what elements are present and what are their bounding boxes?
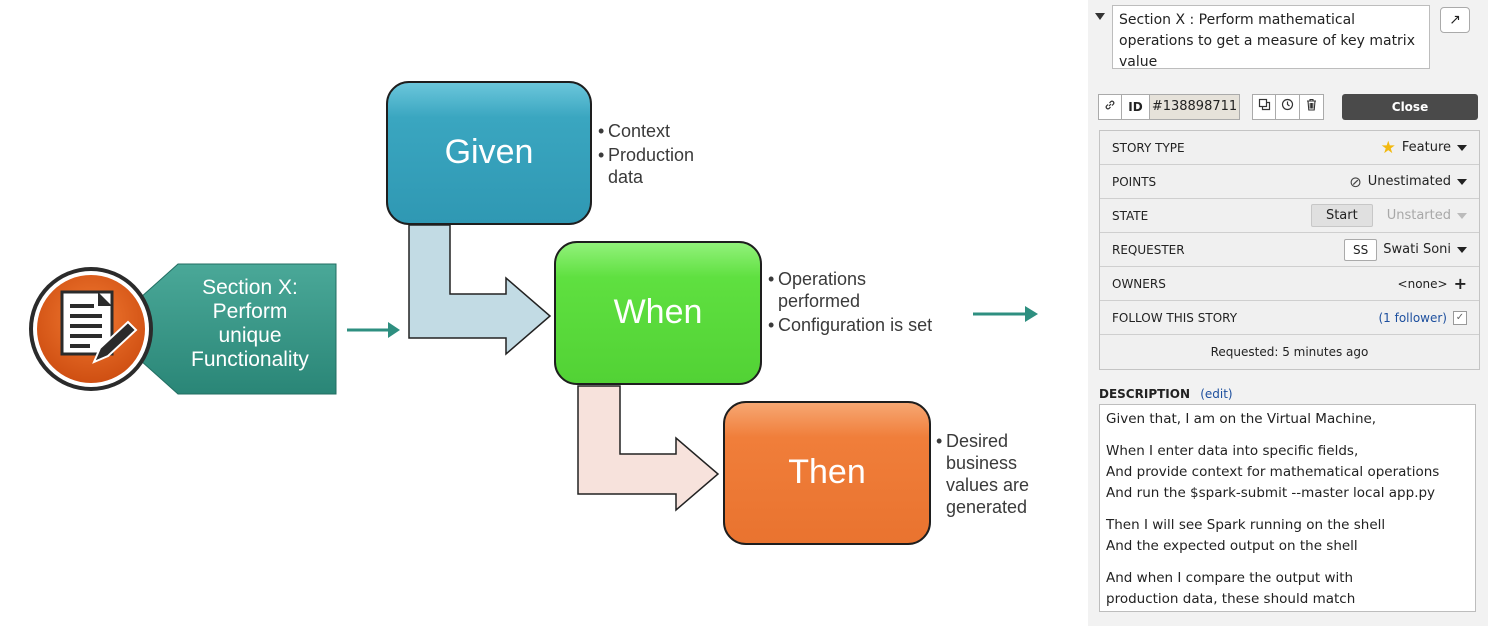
story-tools — [1252, 94, 1324, 120]
description-paragraph: When I enter data into specific fields, … — [1106, 443, 1440, 501]
story-panel: Section X : Perform mathematical operati… — [1088, 0, 1488, 626]
follower-count-link[interactable]: (1 follower) — [1378, 310, 1447, 325]
story-type-value[interactable]: Feature — [1401, 140, 1451, 155]
description-header: DESCRIPTION (edit) — [1099, 387, 1233, 401]
bullet-item: Context — [598, 120, 728, 142]
then-label: Then — [788, 453, 866, 491]
description-paragraph: Given that, I am on the Virtual Machine, — [1106, 411, 1377, 427]
story-title-field[interactable]: Section X : Perform mathematical operati… — [1112, 5, 1430, 70]
diagram-shapes — [29, 81, 1038, 545]
section-banner — [140, 264, 336, 394]
history-icon[interactable] — [1276, 94, 1300, 120]
clone-icon[interactable] — [1252, 94, 1276, 120]
document-edit-icon — [29, 267, 153, 391]
bullet-item: Production data — [598, 144, 728, 188]
field-label: REQUESTER — [1112, 243, 1185, 257]
bullet-item: Desired business values are generated — [936, 430, 1054, 518]
requester-row[interactable]: REQUESTER SS Swati Soni — [1100, 233, 1479, 267]
bullet-item: Operations performed — [768, 268, 938, 312]
id-bar: ID #138898711 — [1098, 94, 1240, 120]
when-bullets: Operations performed Configuration is se… — [768, 268, 938, 338]
then-bullets: Desired business values are generated — [936, 430, 1054, 520]
link-icon[interactable] — [1098, 94, 1122, 120]
given-label: Given — [444, 133, 534, 171]
section-title: Section X: Perform unique Functionality — [191, 276, 309, 371]
close-button[interactable]: Close — [1342, 94, 1478, 120]
given-bullets: Context Production data — [598, 120, 728, 190]
chevron-down-icon[interactable] — [1457, 144, 1467, 151]
collapse-icon[interactable] — [1095, 13, 1105, 20]
field-label: FOLLOW THIS STORY — [1112, 311, 1238, 325]
field-label: STORY TYPE — [1112, 141, 1185, 155]
bullet-item: Configuration is set — [768, 314, 938, 336]
chevron-down-icon — [1457, 212, 1467, 219]
field-label: OWNERS — [1112, 277, 1166, 291]
description-paragraph: Then I will see Spark running on the she… — [1106, 517, 1386, 554]
star-icon: ★ — [1380, 137, 1396, 158]
arrow-given-when — [408, 224, 552, 356]
when-box — [554, 241, 762, 385]
requester-value[interactable]: Swati Soni — [1383, 242, 1451, 257]
expand-icon[interactable]: ↗ — [1440, 7, 1470, 33]
id-label[interactable]: ID — [1122, 94, 1150, 120]
field-label: STATE — [1112, 209, 1149, 223]
follow-row: FOLLOW THIS STORY (1 follower) ✓ — [1100, 301, 1479, 335]
points-value[interactable]: Unestimated — [1367, 174, 1451, 189]
owners-value: <none> — [1397, 276, 1448, 291]
description-text[interactable]: Given that, I am on the Virtual Machine,… — [1099, 404, 1476, 612]
story-type-row[interactable]: STORY TYPE ★ Feature — [1100, 131, 1479, 165]
then-box — [723, 401, 931, 545]
unestimated-icon: ⊘ — [1349, 172, 1362, 191]
start-button[interactable]: Start — [1310, 204, 1373, 227]
gwt-diagram: Section X: Perform unique Functionality … — [0, 0, 1060, 626]
trash-icon[interactable] — [1300, 94, 1324, 120]
arrow-when-then — [577, 385, 720, 512]
follow-checkbox[interactable]: ✓ — [1453, 310, 1467, 325]
owners-row: OWNERS <none> + — [1100, 267, 1479, 301]
requester-avatar: SS — [1344, 238, 1378, 261]
story-fields: STORY TYPE ★ Feature POINTS ⊘ Unestimate… — [1099, 130, 1480, 370]
state-row: STATE Start Unstarted — [1100, 199, 1479, 233]
add-owner-icon[interactable]: + — [1453, 274, 1467, 293]
when-label: When — [613, 293, 703, 331]
requested-timestamp: Requested: 5 minutes ago — [1210, 345, 1369, 359]
description-edit-link[interactable]: (edit) — [1200, 387, 1233, 401]
description-label: DESCRIPTION — [1099, 387, 1191, 401]
description-paragraph: And when I compare the output with produ… — [1106, 570, 1356, 607]
story-id-value[interactable]: #138898711 — [1150, 94, 1240, 120]
chevron-down-icon[interactable] — [1457, 246, 1467, 253]
chevron-down-icon[interactable] — [1457, 178, 1467, 185]
points-row[interactable]: POINTS ⊘ Unestimated — [1100, 165, 1479, 199]
state-value: Unstarted — [1386, 208, 1451, 223]
field-label: POINTS — [1112, 175, 1157, 189]
given-box — [386, 81, 592, 225]
